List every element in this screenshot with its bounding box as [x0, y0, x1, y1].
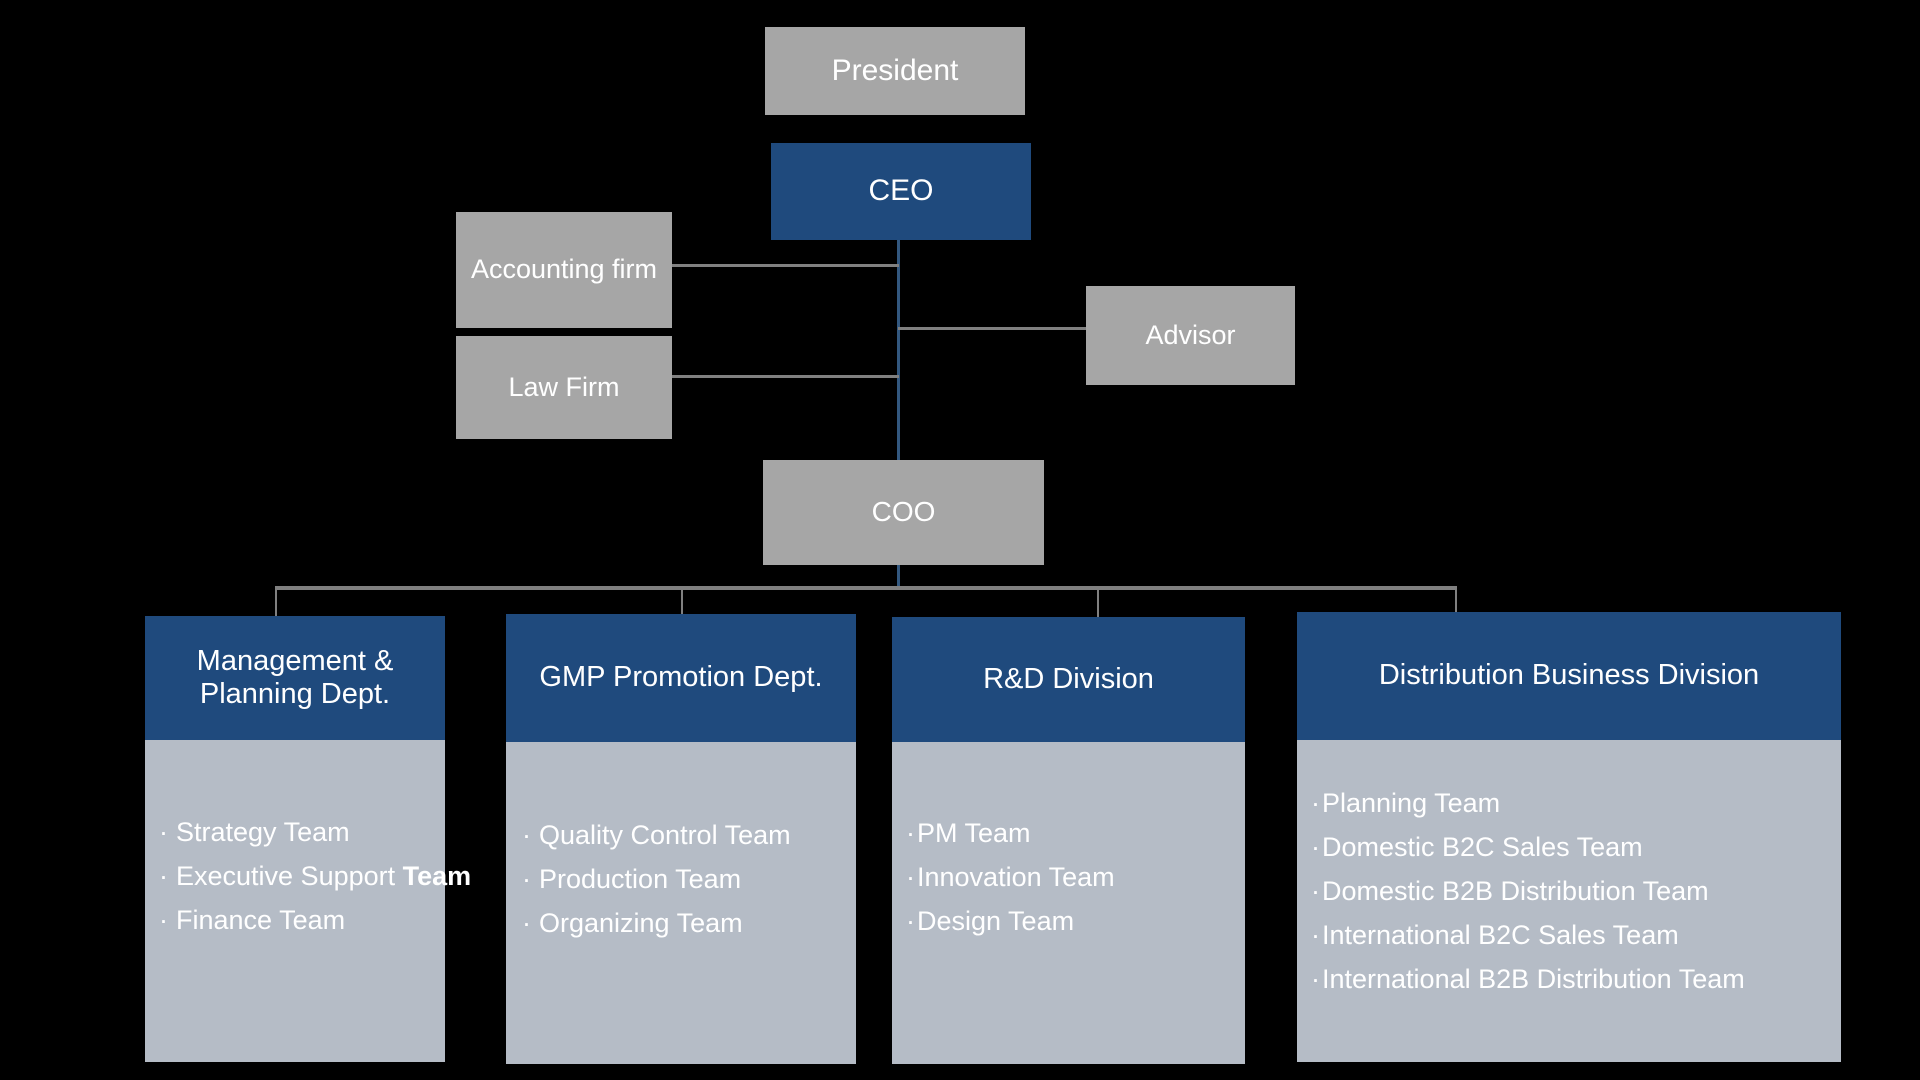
bullet-icon: · [522, 908, 531, 938]
list-item: ·PM Team [906, 818, 1245, 849]
team-name: Executive Support [176, 861, 403, 891]
connector-ceo-to-coo [897, 240, 900, 462]
list-item: · Quality Control Team [522, 820, 856, 851]
team-name-overflow: Team [402, 861, 472, 891]
team-name: International B2C Sales Team [1322, 920, 1679, 950]
department-rnd-division[interactable]: R&D Division ·PM Team ·Innovation Team ·… [892, 617, 1245, 1064]
list-item: ·Design Team [906, 906, 1245, 937]
department-gmp-promotion[interactable]: GMP Promotion Dept. · Quality Control Tea… [506, 614, 856, 1064]
bullet-icon: · [906, 818, 915, 848]
department-title: GMP Promotion Dept. [539, 661, 823, 694]
connector-spine-to-advisor [898, 327, 1087, 330]
bullet-icon: · [159, 817, 168, 847]
list-item: · Production Team [522, 864, 856, 895]
department-body: ·Planning Team ·Domestic B2C Sales Team … [1297, 740, 1841, 1062]
department-body: · Strategy Team · Executive Support Team ·… [145, 740, 471, 1062]
department-title-line-2: Planning Dept. [199, 678, 391, 710]
connector-department-bus [275, 586, 1457, 590]
department-title: Distribution Business Division [1378, 659, 1760, 692]
team-name: Innovation Team [917, 862, 1115, 892]
list-item: · Finance Team [159, 905, 445, 936]
department-header: GMP Promotion Dept. [506, 614, 856, 742]
bullet-icon: · [159, 861, 168, 891]
bullet-icon: · [906, 906, 915, 936]
bullet-icon: · [1311, 964, 1320, 994]
node-president-label: President [831, 53, 959, 87]
team-name: Quality Control Team [539, 820, 791, 850]
department-body: · Quality Control Team · Production Team ·… [506, 742, 856, 1064]
list-item: · Organizing Team [522, 908, 856, 939]
node-ceo[interactable]: CEO [771, 143, 1031, 240]
connector-law-firm-to-spine [671, 375, 899, 378]
team-name: Strategy Team [176, 817, 350, 847]
list-item: ·International B2B Distribution Team [1311, 964, 1841, 995]
node-coo-label: COO [871, 496, 936, 528]
team-list: ·PM Team ·Innovation Team ·Design Team [892, 818, 1245, 950]
bullet-icon: · [159, 905, 168, 935]
department-title-line-1: Management & [196, 644, 394, 677]
list-item: · Executive Support Team [159, 861, 471, 892]
node-law-firm-label: Law Firm [508, 371, 620, 402]
department-header: R&D Division [892, 617, 1245, 742]
node-law-firm[interactable]: Law Firm [456, 336, 672, 439]
department-body: ·PM Team ·Innovation Team ·Design Team [892, 742, 1245, 1064]
department-header: Management & Planning Dept. [145, 616, 445, 740]
connector-coo-to-bus [897, 565, 900, 588]
team-name: Organizing Team [539, 908, 743, 938]
team-list: ·Planning Team ·Domestic B2C Sales Team … [1297, 788, 1841, 1008]
bullet-icon: · [1311, 832, 1320, 862]
bullet-icon: · [1311, 788, 1320, 818]
node-accounting-firm[interactable]: Accounting firm [456, 212, 672, 328]
list-item: ·Innovation Team [906, 862, 1245, 893]
connector-drop-department-2 [681, 588, 683, 617]
bullet-icon: · [522, 820, 531, 850]
team-list: · Quality Control Team · Production Team ·… [506, 820, 856, 952]
list-item: ·Domestic B2B Distribution Team [1311, 876, 1841, 907]
team-name: PM Team [917, 818, 1031, 848]
node-coo[interactable]: COO [763, 460, 1044, 565]
connector-drop-department-3 [1097, 588, 1099, 617]
department-distribution-business[interactable]: Distribution Business Division ·Planning… [1297, 612, 1841, 1062]
list-item: ·Planning Team [1311, 788, 1841, 819]
team-name: Design Team [917, 906, 1075, 936]
bullet-icon: · [1311, 876, 1320, 906]
bullet-icon: · [906, 862, 915, 892]
node-advisor-label: Advisor [1145, 319, 1236, 350]
list-item: ·International B2C Sales Team [1311, 920, 1841, 951]
connector-accounting-firm-to-spine [671, 264, 899, 267]
node-president[interactable]: President [765, 27, 1025, 115]
team-list: · Strategy Team · Executive Support Team ·… [145, 817, 471, 949]
bullet-icon: · [522, 864, 531, 894]
team-name: Production Team [539, 864, 742, 894]
connector-drop-department-1 [275, 588, 277, 617]
connector-drop-department-4 [1455, 588, 1457, 617]
bullet-icon: · [1311, 920, 1320, 950]
node-ceo-label: CEO [868, 174, 934, 208]
team-name: Domestic B2C Sales Team [1322, 832, 1643, 862]
node-accounting-firm-label: Accounting firm [470, 254, 658, 285]
department-header: Distribution Business Division [1297, 612, 1841, 740]
team-name: Finance Team [176, 905, 346, 935]
list-item: ·Domestic B2C Sales Team [1311, 832, 1841, 863]
team-name: Planning Team [1322, 788, 1501, 818]
team-name: International B2B Distribution Team [1322, 964, 1745, 994]
team-name: Domestic B2B Distribution Team [1322, 876, 1709, 906]
department-management-planning[interactable]: Management & Planning Dept. · Strategy Te… [145, 616, 471, 1062]
list-item: · Strategy Team [159, 817, 445, 848]
node-advisor[interactable]: Advisor [1086, 286, 1295, 385]
department-title: R&D Division [983, 662, 1154, 695]
